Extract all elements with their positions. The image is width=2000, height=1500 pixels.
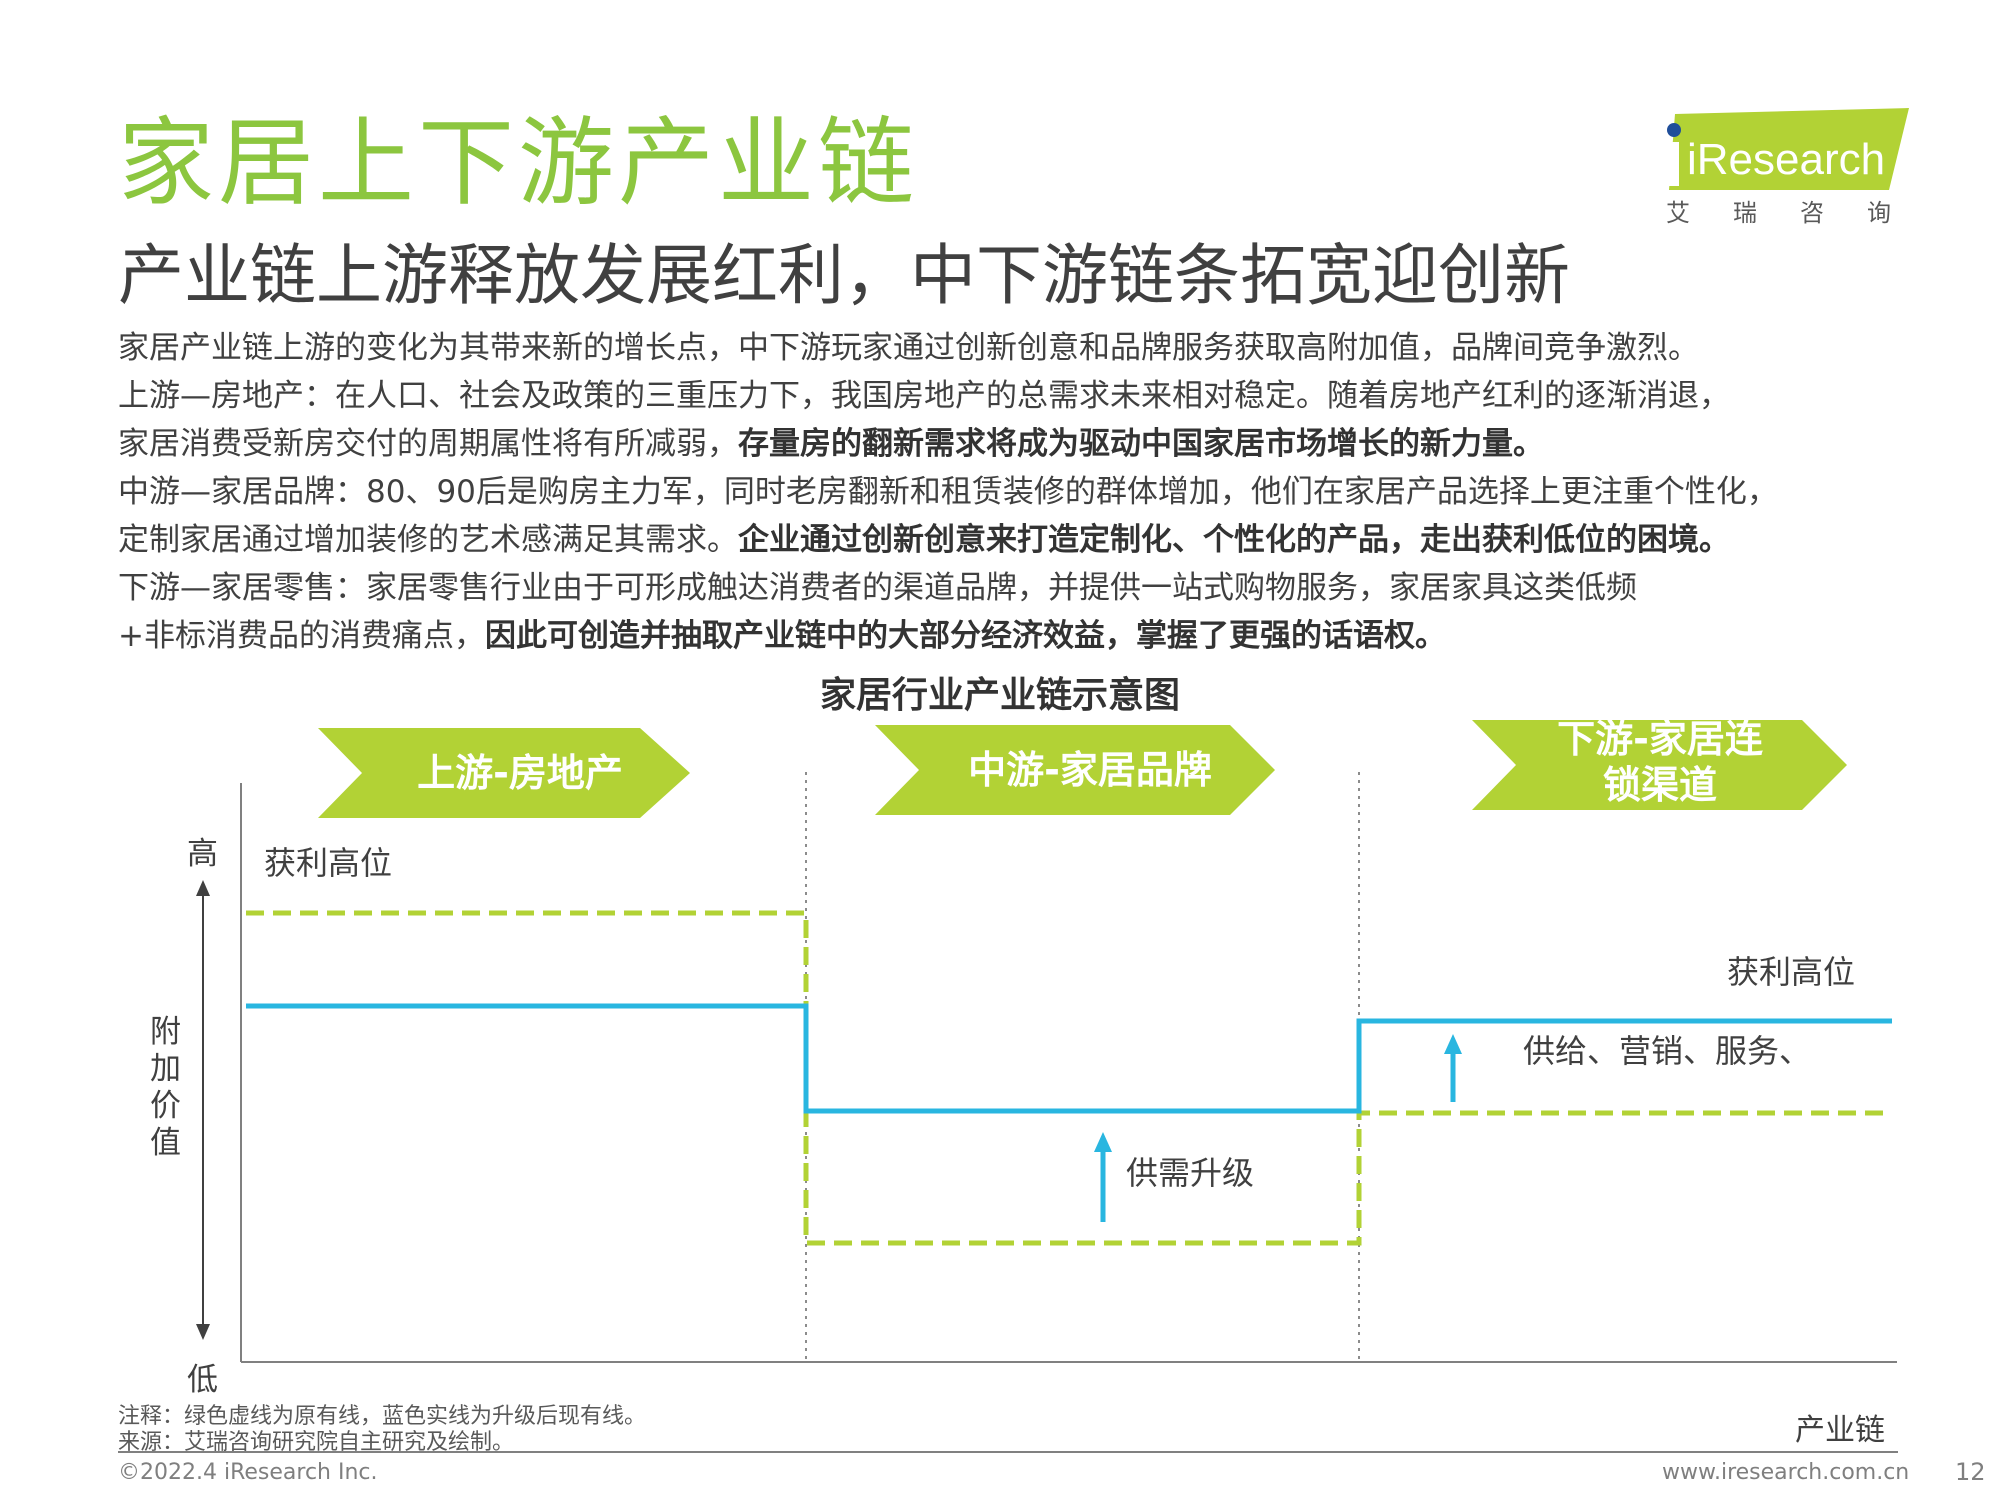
paragraph-midstream-2: 定制家居通过增加装修的艺术感满足其需求。企业通过创新创意来打造定制化、个性化的产… [118, 516, 1918, 564]
stage-arrow-downstream [1472, 720, 1847, 810]
value-axis-arrow-down-icon [196, 1324, 210, 1340]
diagram-source: 来源：艾瑞咨询研究院自主研究及绘制。 [118, 1430, 515, 1455]
page-subtitle: 产业链上游释放发展红利，中下游链条拓宽迎创新 [118, 237, 1570, 314]
paragraph-downstream-2: +非标消费品的消费痛点，因此可创造并抽取产业链中的大部分经济效益，掌握了更强的话… [118, 612, 1918, 660]
paragraph-upstream-2: 家居消费受新房交付的周期属性将有所减弱，存量房的翻新需求将成为驱动中国家居市场增… [118, 420, 1918, 468]
footer-divider [118, 1451, 1898, 1453]
diagram-title: 家居行业产业链示意图 [819, 675, 1180, 716]
y-axis-high-label: 高 [187, 836, 218, 872]
upstream-highlight: 存量房的翻新需求将成为驱动中国家居市场增长的新力量。 [738, 426, 1544, 462]
downstream-text: +非标消费品的消费痛点， [118, 618, 485, 654]
stage-label-upstream: 上游-房地产 [417, 751, 623, 795]
downstream-highlight: 因此可创造并抽取产业链中的大部分经济效益，掌握了更强的话语权。 [484, 618, 1446, 654]
y-axis-title: 附加价值 [150, 1014, 181, 1161]
paragraph-upstream-1: 上游—房地产：在人口、社会及政策的三重压力下，我国房地产的总需求未来相对稳定。随… [118, 378, 1730, 414]
logo-chinese-name: 艾瑞咨询 [1666, 199, 1934, 227]
paragraph-downstream-1: 下游—家居零售：家居零售行业由于可形成触达消费者的渠道品牌，并提供一站式购物服务… [118, 570, 1637, 606]
stage-arrow-midstream [875, 725, 1275, 815]
upstream-text: 家居消费受新房交付的周期属性将有所减弱， [118, 426, 738, 462]
page-number: 12 [1955, 1458, 1986, 1486]
downstream-up-arrow-icon [1444, 1034, 1462, 1054]
stage-label-downstream: 下游-家居连 锁渠道 [1515, 716, 1805, 808]
stage-label-midstream: 中游-家居品牌 [968, 748, 1212, 792]
annotation-upstream-high: 获利高位 [264, 844, 393, 882]
stage-label-downstream-line2: 锁渠道 [1602, 763, 1717, 807]
annotation-downstream-high: 获利高位 [1727, 953, 1856, 991]
footer-url: www.iresearch.com.cn [1662, 1460, 1910, 1485]
original-value-line [246, 910, 1892, 1246]
x-axis-title: 产业链 [1795, 1413, 1885, 1448]
midstream-highlight: 企业通过创新创意来打造定制化、个性化的产品，走出获利低位的困境。 [738, 522, 1730, 558]
upgraded-value-line [246, 1003, 1892, 1114]
page-title: 家居上下游产业链 [118, 107, 918, 219]
paragraph-intro: 家居产业链上游的变化为其带来新的增长点，中下游玩家通过创新创意和品牌服务获取高附… [118, 330, 1699, 366]
midstream-text: 定制家居通过增加装修的艺术感满足其需求。 [118, 522, 738, 558]
midstream-up-arrow-icon [1094, 1132, 1112, 1152]
logo-banner-icon: iResearch [1667, 108, 1909, 190]
stage-label-downstream-line1: 下游-家居连 [1557, 717, 1763, 761]
y-axis-low-label: 低 [187, 1362, 218, 1398]
logo-brand-text: iResearch [1687, 135, 1885, 184]
footer-copyright: ©2022.4 iResearch Inc. [118, 1460, 378, 1485]
iresearch-logo: iResearch [1665, 108, 1915, 220]
diagram-note: 注释：绿色虚线为原有线，蓝色实线为升级后现有线。 [118, 1404, 647, 1429]
value-axis-arrow-up-icon [196, 880, 210, 896]
annotation-downstream-services: 供给、营销、服务、 [1523, 1032, 1812, 1070]
annotation-midstream-upgrade: 供需升级 [1126, 1154, 1255, 1192]
paragraph-midstream-1: 中游—家居品牌：80、90后是购房主力军，同时老房翻新和租赁装修的群体增加，他们… [118, 474, 1778, 510]
stage-arrow-upstream [318, 728, 690, 818]
